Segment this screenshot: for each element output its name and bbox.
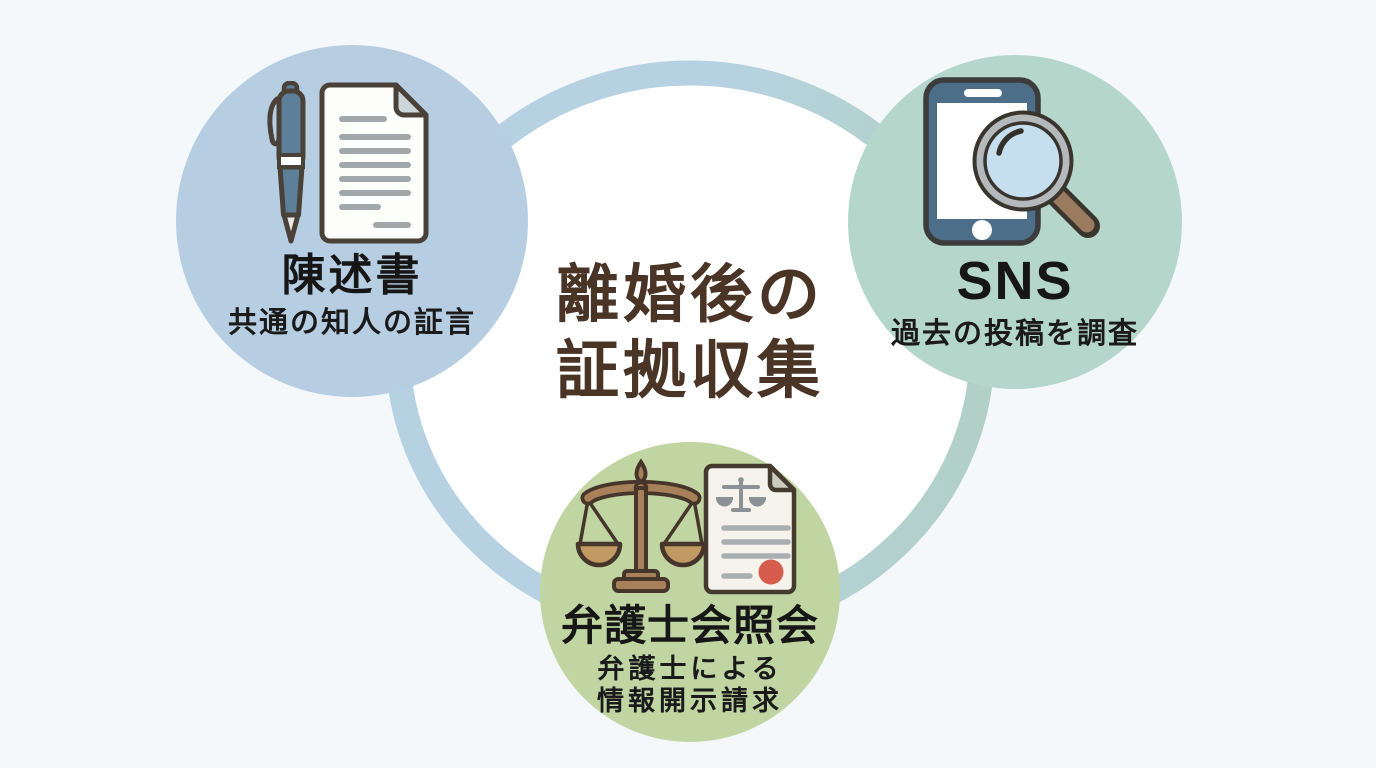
sns-subtitle: 過去の投稿を調査 <box>890 317 1139 350</box>
magnifier <box>972 110 1100 238</box>
statement-title: 陳述書 <box>281 251 423 300</box>
sns-title: SNS <box>956 251 1074 311</box>
bar-inquiry-subtitle-line1: 弁護士による <box>597 654 783 685</box>
legal-document <box>703 463 797 595</box>
bar-inquiry-subtitle-line2: 情報開示請求 <box>597 686 783 717</box>
scales-of-justice <box>575 458 707 593</box>
node-circle-sns: SNS 過去の投稿を調査 <box>848 55 1182 389</box>
node-circle-bar-inquiry: 弁護士会照会 弁護士による 情報開示請求 <box>540 442 840 742</box>
pen <box>267 80 306 244</box>
document-text-lines <box>339 116 411 228</box>
node-circle-statement: 陳述書 共通の知人の証言 <box>176 45 528 397</box>
center-heading-line2: 証拠収集 <box>556 335 824 406</box>
smartphone-magnifier-icon <box>920 77 1110 249</box>
legal-document-lines <box>721 525 791 579</box>
statement-subtitle: 共通の知人の証言 <box>227 307 476 340</box>
scales-and-document-icon <box>574 458 806 600</box>
scales-glyph <box>715 477 767 512</box>
center-heading-line1: 離婚後の <box>556 260 824 330</box>
pen-and-document-icon <box>266 80 438 247</box>
bar-inquiry-title: 弁護士会照会 <box>560 602 819 649</box>
document-fold-corner <box>393 82 429 118</box>
center-heading: 離婚後の 証拠収集 <box>556 258 824 409</box>
red-seal <box>758 559 784 585</box>
